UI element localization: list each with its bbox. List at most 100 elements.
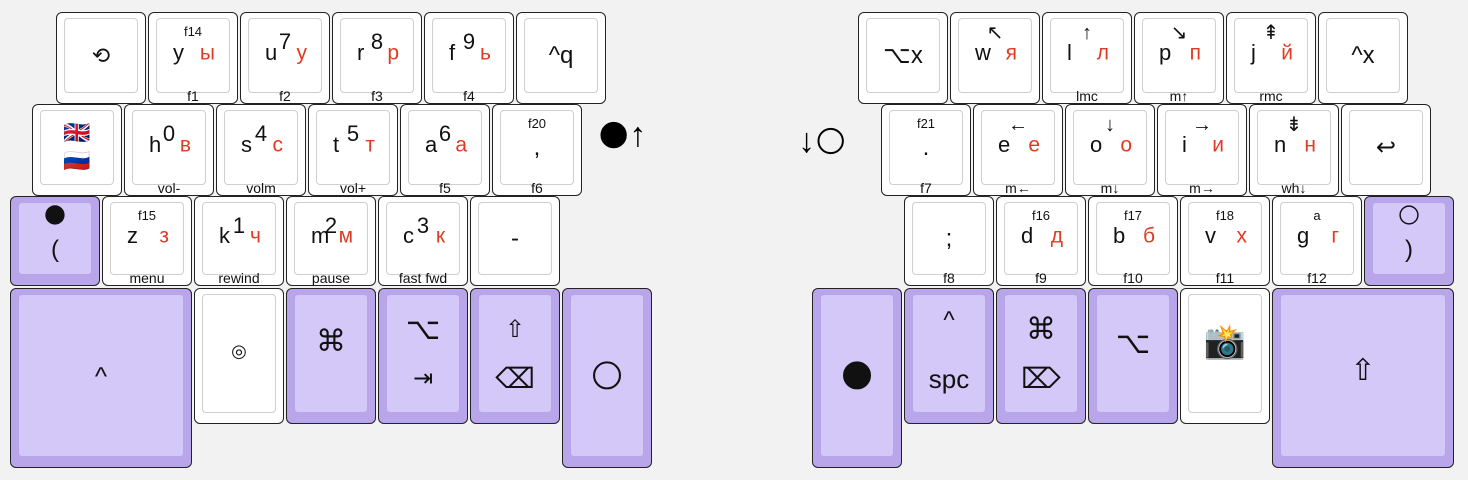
right-thumb-cmd-del-key[interactable]: ⌘⌦ xyxy=(996,288,1086,424)
right-row1-key-x[interactable]: ⌥x xyxy=(858,12,948,104)
left-row2-key-symbol[interactable]: 🇬🇧🇷🇺 xyxy=(32,104,122,196)
cyrillic-letter: л xyxy=(1096,41,1109,65)
cyrillic-letter: и xyxy=(1212,133,1224,157)
cyrillic-letter: д xyxy=(1050,224,1063,248)
right-thumb-opt-key[interactable]: ⌥ xyxy=(1088,288,1178,424)
right-row3-key-symbol[interactable]: ;f8 xyxy=(904,196,994,286)
bottom-label: f9 xyxy=(1035,270,1047,286)
cyrillic-letter: к xyxy=(435,224,445,248)
left-thumb-overlap-key-face: ◎ xyxy=(202,294,276,413)
left-row3-key-symbol[interactable]: - xyxy=(470,196,560,286)
right-row2-key-symbol-face: ↩ xyxy=(1349,110,1423,185)
cyrillic-letter: о xyxy=(1120,133,1132,157)
left-thumb-ctrl-key-face: ^ xyxy=(18,294,184,457)
latin-letter: j xyxy=(1251,39,1256,65)
top-label: → xyxy=(1192,114,1212,136)
cyrillic-letter: ч xyxy=(250,224,261,248)
left-thumb-cmd-key-face: ⌘ xyxy=(294,294,368,413)
cyrillic-letter: с xyxy=(272,133,284,157)
paren-label: ( xyxy=(51,235,59,263)
left-thumb-overlap-key[interactable]: ◎ xyxy=(194,288,284,424)
left-row2-key-symbol[interactable]: f20,f6 xyxy=(492,104,582,196)
moon-emoji: 🌑 xyxy=(43,203,67,228)
right-thumb-moon-key[interactable]: 🌑 xyxy=(812,288,902,468)
left-thumb-opt-tab-key[interactable]: ⌥⇥ xyxy=(378,288,468,424)
latin-letter: s xyxy=(241,131,252,157)
right-row2-key-symbol-face: f21.f7 xyxy=(889,110,963,195)
top-label: ↘ xyxy=(1170,22,1188,44)
right-thumb-shift-key[interactable]: ⇧ xyxy=(1272,288,1454,468)
right-row2-key-symbol[interactable]: ↩ xyxy=(1341,104,1431,196)
left-thumb-shift-bksp-key[interactable]: ⇧⌫ xyxy=(470,288,560,424)
left-row3-key-symbol[interactable]: 🌑( xyxy=(10,196,100,286)
cyrillic-letter: б xyxy=(1142,224,1155,248)
cyrillic-letter: й xyxy=(1281,41,1293,65)
left-row1-key-q-face: ^q xyxy=(524,18,598,93)
bottom-label: m↑ xyxy=(1169,88,1189,104)
cyrillic-letter: у xyxy=(296,41,308,65)
command-icon: ⌘ xyxy=(1026,313,1056,347)
right-row3-key-symbol[interactable]: 🌕) xyxy=(1364,196,1454,286)
right-row1-key-x-face: ^x xyxy=(1326,18,1400,93)
bottom-label: rewind xyxy=(218,270,260,286)
left-thumb-moon-key[interactable]: 🌕 xyxy=(562,288,652,468)
top-label: ⇟ xyxy=(1285,114,1303,136)
top-label: f20 xyxy=(527,116,547,131)
right-row2-key-symbol[interactable]: f21.f7 xyxy=(881,104,971,196)
top-label: f16 xyxy=(1031,208,1051,223)
left-row3-key-symbol-face: 🌑( xyxy=(18,202,92,275)
right-thumb-ctrl-space-key[interactable]: ^spc xyxy=(904,288,994,424)
top-label: f15 xyxy=(137,208,157,223)
left-row1-key-q[interactable]: ^q xyxy=(516,12,606,104)
left-thumb-ctrl-key[interactable]: ^ xyxy=(10,288,192,468)
full-moon-emoji: 🌕 xyxy=(590,357,624,394)
tap-label: ^q xyxy=(548,41,574,69)
left-row1-key-symbol[interactable]: ⟲ xyxy=(56,12,146,104)
down-arrow: ↓ xyxy=(798,122,815,160)
new-moon-emoji: 🌑 xyxy=(598,120,630,153)
option-icon: ⌥ xyxy=(1115,327,1151,361)
top-label: ↓ xyxy=(1105,114,1115,136)
right-row1-key-x-face: ⌥x xyxy=(866,18,940,93)
reload-icon: ⟲ xyxy=(91,42,111,68)
left-thumb-cmd-key[interactable]: ⌘ xyxy=(286,288,376,424)
bottom-label: f5 xyxy=(439,180,451,196)
bottom-label: m↓ xyxy=(1100,180,1120,196)
tap-label: ^x xyxy=(1351,41,1375,69)
latin-letter: h xyxy=(149,131,162,157)
right-thumb-screenshot-key[interactable]: 📸 xyxy=(1180,288,1270,424)
right-thumb-screenshot-key-face: 📸 xyxy=(1188,294,1262,413)
latin-letter: c xyxy=(403,222,414,248)
tap-label: ⌥x xyxy=(883,41,923,69)
left-layer-indicator: 🌑↑ xyxy=(598,118,646,152)
right-row1-key-x[interactable]: ^x xyxy=(1318,12,1408,104)
